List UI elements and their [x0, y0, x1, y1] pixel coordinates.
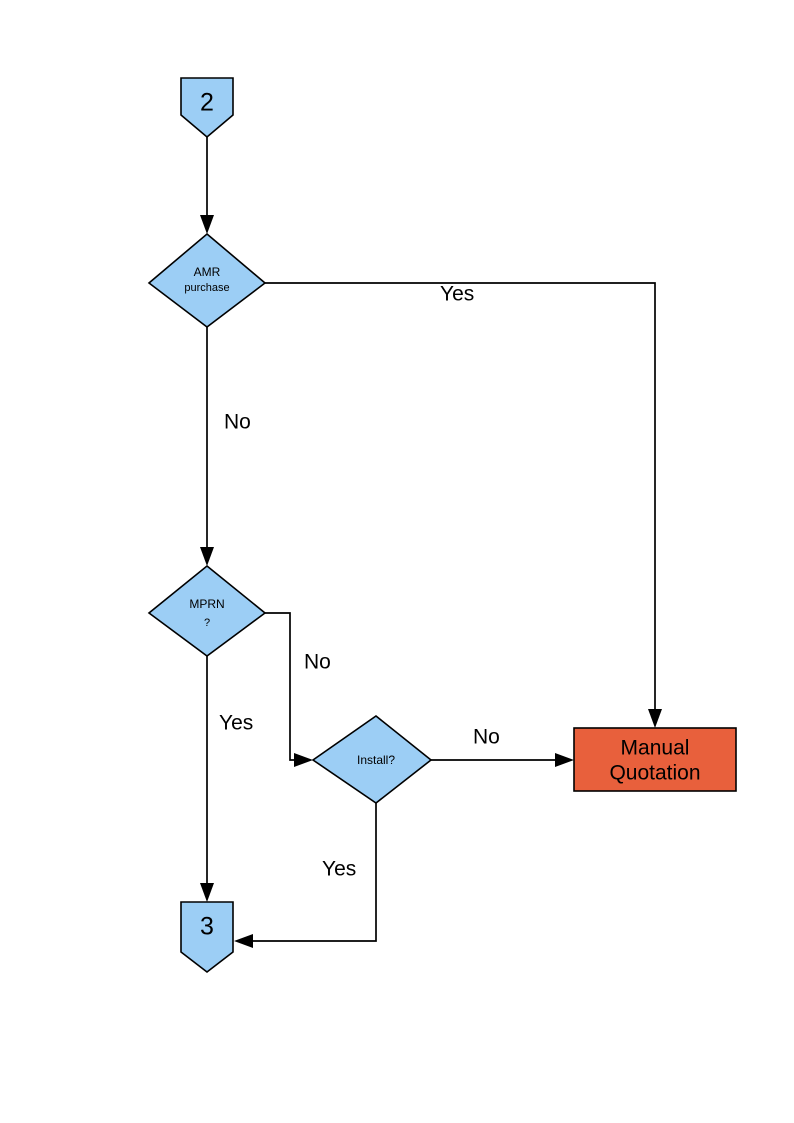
pentagon-connector-shape: [180, 901, 234, 974]
edge-label-mprn-no: No: [304, 651, 331, 674]
edge-install-yes: [234, 803, 377, 948]
arrow-head-icon: [648, 709, 662, 728]
node-process-manual-quotation[interactable]: Manual Quotation: [573, 727, 737, 792]
arrow-head-icon: [555, 753, 574, 767]
edge-label-amr-no: No: [224, 411, 251, 434]
node-decision-mprn-label-line2: ?: [204, 617, 210, 629]
arrow-head-icon: [200, 883, 214, 902]
pentagon-connector-shape: [180, 77, 234, 139]
edge-connector-in-to-amr: [200, 137, 214, 234]
edge-line: [265, 612, 300, 761]
node-connector-out-label: 3: [200, 913, 214, 941]
node-decision-install-label-line1: Install?: [357, 753, 395, 767]
edge-label-mprn-yes: Yes: [219, 712, 253, 735]
edge-mprn-no: [265, 612, 313, 767]
node-decision-amr[interactable]: AMR purchase: [147, 232, 267, 329]
diamond-decision-shape: [147, 232, 267, 329]
arrow-head-icon: [294, 753, 313, 767]
edge-label-install-no: No: [473, 726, 500, 749]
node-decision-amr-label-line1: AMR: [194, 265, 221, 279]
node-connector-out[interactable]: 3: [180, 901, 234, 974]
node-decision-mprn[interactable]: MPRN ?: [147, 564, 267, 657]
edge-label-install-yes: Yes: [322, 858, 356, 881]
node-decision-mprn-label-line1: MPRN: [189, 597, 224, 611]
arrow-head-icon: [234, 934, 253, 948]
edge-line: [248, 803, 377, 942]
diamond-decision-shape: [147, 564, 267, 657]
edge-label-amr-yes: Yes: [440, 283, 474, 306]
process-rect-shape: [573, 727, 737, 792]
node-decision-install[interactable]: Install?: [311, 715, 433, 804]
node-process-manual-label-line2: Quotation: [609, 762, 700, 785]
node-connector-in[interactable]: 2: [180, 77, 234, 139]
node-connector-in-label: 2: [200, 89, 214, 117]
node-process-manual-label-line1: Manual: [621, 737, 690, 760]
edge-mprn-yes: [200, 656, 214, 902]
edge-line: [265, 282, 656, 714]
arrow-head-icon: [200, 215, 214, 234]
arrow-head-icon: [200, 547, 214, 566]
node-decision-amr-label-line2: purchase: [184, 282, 229, 294]
diamond-decision-shape: [311, 715, 433, 804]
edge-install-no: [431, 753, 574, 767]
edge-amr-yes: [265, 282, 662, 728]
edge-amr-no: [200, 327, 214, 566]
